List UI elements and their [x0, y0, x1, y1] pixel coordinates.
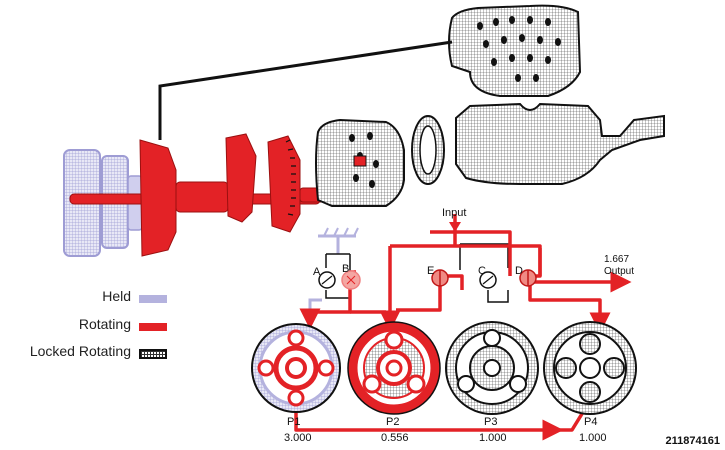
- gearset-name-p2: P2: [386, 416, 399, 428]
- planetary-gearsets: P1 3.000 P2 0.556 P3 1.000 P4 1.000: [251, 321, 637, 444]
- legend-label-held: Held: [102, 288, 131, 304]
- legend-swatch-held: [139, 295, 167, 303]
- planetary-set-p3: [445, 321, 539, 415]
- gearset-ratio-p4: 1.000: [579, 432, 607, 444]
- legend-swatch-rotating: [139, 323, 167, 331]
- clutch-label-c: C: [478, 265, 486, 277]
- drum-leader-line: [158, 40, 453, 140]
- legend-label-locked-rotating: Locked Rotating: [29, 343, 131, 359]
- legend-swatch-locked-rotating: [139, 349, 167, 359]
- legend-label-rotating: Rotating: [78, 316, 131, 332]
- input-label: Input: [442, 207, 466, 219]
- output-ratio: 1.667: [604, 254, 629, 265]
- clutch-b: [341, 270, 361, 290]
- carrier-teeth: [285, 139, 296, 216]
- legend: Held Rotating Locked Rotating: [0, 286, 175, 366]
- gearset-name-p1: P1: [287, 416, 300, 428]
- gearset-name-p3: P3: [484, 416, 497, 428]
- legend-item-held: Held: [0, 288, 175, 308]
- planetary-set-p4: [543, 321, 637, 415]
- clutch-e: [431, 269, 449, 287]
- output-label: Output: [604, 266, 634, 277]
- power-flow-schematic: Input A B E C D 1.667 Output: [294, 207, 634, 441]
- legend-item-locked-rotating: Locked Rotating: [0, 343, 175, 363]
- gearset-ratio-p2: 0.556: [381, 432, 409, 444]
- clutch-label-e: E: [427, 265, 434, 277]
- clutch-a: [318, 271, 336, 289]
- housing-drum-top: [448, 4, 582, 97]
- exploded-gearset-view: [63, 4, 665, 257]
- legend-item-rotating: Rotating: [0, 316, 175, 336]
- clutch-label-d: D: [515, 265, 523, 277]
- clutch-d: [519, 269, 537, 287]
- gearset-ratio-p3: 1.000: [479, 432, 507, 444]
- clutch-linkage: [325, 243, 509, 303]
- clutch-label-a: A: [313, 266, 321, 278]
- clutch-c: [479, 271, 497, 289]
- gearset-ratio-p1: 3.000: [284, 432, 312, 444]
- planetary-set-p1: [251, 323, 341, 413]
- figure-id: 211874161: [666, 435, 720, 447]
- gearset-name-p4: P4: [584, 416, 597, 428]
- clutch-label-b: B: [342, 263, 349, 275]
- input-arrow: [449, 222, 461, 232]
- locked-rotating-drums: [315, 102, 665, 207]
- planetary-set-p2: [347, 321, 441, 415]
